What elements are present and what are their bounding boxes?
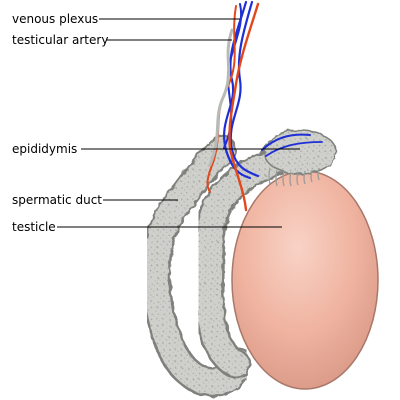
label-spermatic-duct: spermatic duct [12,193,102,207]
label-testicular-artery: testicular artery [12,33,109,47]
epididymis-body [194,129,337,379]
testicle-shape [231,170,379,390]
label-epididymis: epididymis [12,142,78,156]
label-testicle: testicle [12,220,56,234]
leader-lines [57,18,300,228]
spermatic-duct [140,135,253,398]
spermatic-cord-vessels [206,0,323,212]
efferent-ducts [268,167,320,187]
label-venous-plexus: venous plexus [12,12,99,26]
